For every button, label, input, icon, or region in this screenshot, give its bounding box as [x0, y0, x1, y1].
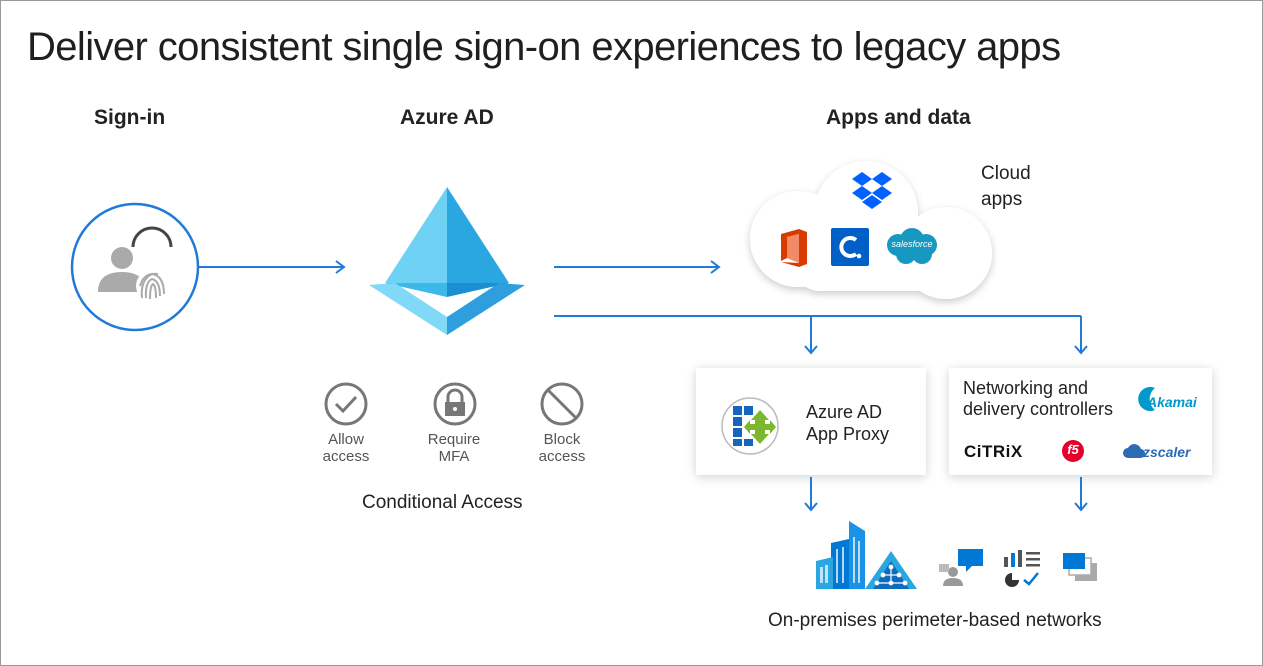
f5-logo-icon — [1062, 440, 1084, 462]
require-mfa-label: Require MFA — [409, 431, 499, 465]
chat-people-icon — [939, 549, 983, 586]
block-access-line2: access — [538, 448, 586, 465]
allow-access-line2: access — [322, 448, 370, 465]
arrow-proxy-down — [804, 477, 818, 512]
branch-connector — [554, 315, 1088, 355]
apps-heading: Apps and data — [826, 106, 971, 129]
networking-label: Networking and delivery controllers — [963, 378, 1113, 420]
app-proxy-icon — [721, 397, 779, 455]
akamai-logo: Akamai — [1147, 394, 1197, 410]
cloud-apps-label-line1: Cloud — [981, 163, 1031, 184]
dropbox-icon — [852, 172, 892, 209]
app-proxy-label: Azure AD App Proxy — [806, 401, 889, 445]
allow-access-icon — [324, 382, 368, 426]
arrow-networking-down — [1074, 477, 1088, 512]
windows-copy-icon — [1063, 553, 1097, 581]
azure-ad-logo-icon — [369, 187, 525, 335]
citrix-logo: CiTRiX — [964, 442, 1023, 461]
office-icon — [781, 229, 807, 267]
cloud-apps-label-line2: apps — [981, 189, 1023, 210]
cloud-apps-label: Cloud apps — [981, 161, 1031, 213]
arrow-signin-to-azuread — [199, 260, 346, 274]
azuread-heading: Azure AD — [400, 106, 494, 129]
require-mfa-line2: MFA — [438, 448, 470, 465]
page-title: Deliver consistent single sign-on experi… — [27, 25, 1061, 69]
arrow-azuread-to-cloud — [554, 260, 721, 274]
signin-heading: Sign-in — [94, 106, 166, 129]
salesforce-text: salesforce — [891, 239, 933, 249]
networking-line2: delivery controllers — [963, 399, 1114, 419]
zscaler-logo: zscaler — [1143, 444, 1191, 460]
app-proxy-line1: Azure AD — [806, 402, 883, 422]
allow-access-label: Allow access — [301, 431, 391, 465]
conditional-access-title: Conditional Access — [362, 492, 523, 513]
block-access-icon — [540, 382, 584, 426]
akamai-swoosh-icon — [1138, 387, 1155, 411]
on-prem-buildings-icon — [816, 521, 917, 589]
on-prem-label: On-premises perimeter-based networks — [768, 610, 1102, 631]
allow-access-line1: Allow — [328, 431, 364, 448]
signin-icon — [70, 202, 200, 332]
app-proxy-line2: App Proxy — [806, 424, 890, 444]
f5-logo: f5 — [1067, 442, 1079, 457]
require-mfa-line1: Require — [427, 431, 481, 448]
networking-line1: Networking and — [963, 378, 1089, 398]
block-access-label: Block access — [517, 431, 607, 465]
zscaler-cloud-icon — [1123, 444, 1146, 459]
cloud-app-c-icon — [831, 228, 869, 266]
salesforce-icon — [887, 228, 937, 264]
block-access-line1: Block — [543, 431, 581, 448]
analytics-icon — [1004, 550, 1040, 587]
require-mfa-lock-icon — [433, 382, 477, 426]
